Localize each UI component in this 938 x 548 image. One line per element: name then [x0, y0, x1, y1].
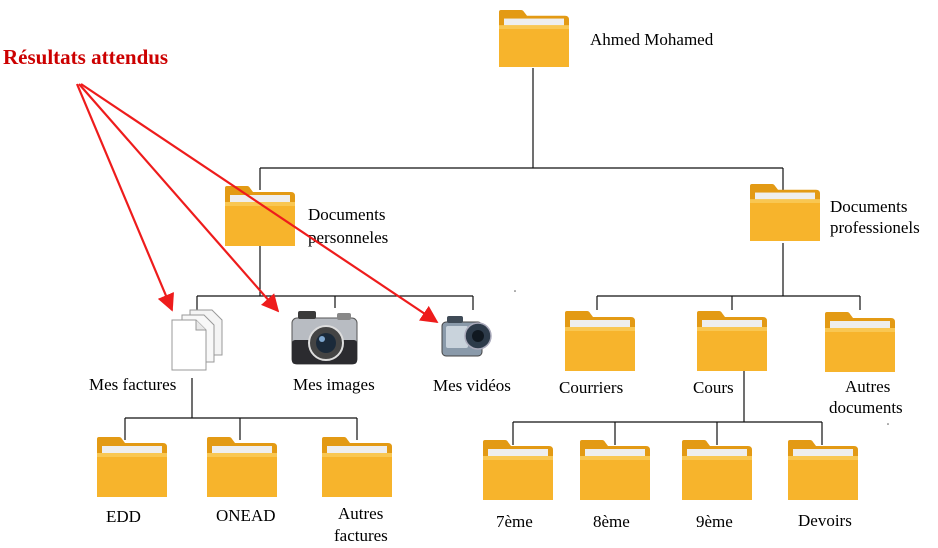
folder-node-onead[interactable]: ONEAD: [207, 437, 277, 525]
node-label-8eme: 8ème: [593, 512, 630, 531]
folder-icon: [322, 437, 392, 497]
folder-icon: [580, 440, 650, 500]
node-label-cours: Cours: [693, 378, 734, 397]
folder-icon: [697, 311, 767, 371]
connector-cours: [512, 370, 823, 445]
node-label-autres-factures: Autres factures: [334, 504, 388, 545]
annotation-resultats-attendus: Résultats attendus: [3, 45, 168, 69]
folder-node-documents-personnels[interactable]: Documents personneles: [225, 186, 390, 247]
stray-dots: [514, 290, 889, 425]
node-label-7eme: 7ème: [496, 512, 533, 531]
connector-professional: [596, 243, 861, 310]
folder-node-cours[interactable]: Cours: [693, 311, 767, 397]
node-label-9eme: 9ème: [696, 512, 733, 531]
folder-icon: [225, 186, 295, 246]
node-label-mes-images: Mes images: [293, 375, 375, 394]
folder-node-7eme[interactable]: 7ème: [483, 440, 553, 531]
folder-node-autres-factures[interactable]: Autres factures: [322, 437, 392, 545]
folder-icon: [682, 440, 752, 500]
folder-node-8eme[interactable]: 8ème: [580, 440, 650, 531]
node-label-onead: ONEAD: [216, 506, 276, 525]
node-label-autres-documents: Autres documents: [829, 377, 903, 417]
documents-stack-icon: [171, 309, 223, 371]
node-label-edd: EDD: [106, 507, 141, 526]
node-label-mes-videos: Mes vidéos: [433, 376, 511, 395]
arrow-to-mes-videos: [80, 83, 439, 323]
node-label-devoirs: Devoirs: [798, 511, 852, 530]
folder-node-edd[interactable]: EDD: [97, 437, 167, 526]
camera-icon: [291, 311, 358, 365]
node-label-root: Ahmed Mohamed: [590, 30, 714, 49]
folder-icon: [97, 437, 167, 497]
arrow-to-mes-images: [78, 83, 280, 313]
folder-node-courriers[interactable]: Courriers: [559, 311, 635, 397]
connector-personal: [196, 246, 474, 310]
folder-icon: [788, 440, 858, 500]
node-label-mes-factures: Mes factures: [89, 375, 176, 394]
tree-connectors: [124, 68, 861, 445]
folder-icon: [207, 437, 277, 497]
node-label-courriers: Courriers: [559, 378, 623, 397]
node-mes-factures[interactable]: Mes factures: [89, 309, 223, 394]
node-label-documents-personnels: Documents personneles: [308, 205, 390, 247]
node-label-documents-professionels: Documents professionels: [830, 197, 920, 237]
connector-root: [259, 68, 784, 190]
video-camera-icon: [441, 316, 492, 357]
node-mes-images[interactable]: Mes images: [291, 311, 375, 394]
folder-icon: [565, 311, 635, 371]
connector-factures: [124, 378, 358, 440]
folder-node-9eme[interactable]: 9ème: [682, 440, 752, 531]
folder-icon: [825, 312, 895, 372]
folder-node-root[interactable]: Ahmed Mohamed: [499, 10, 714, 67]
arrow-to-mes-factures: [75, 83, 174, 312]
folder-icon: [483, 440, 553, 500]
annotation-arrows: [75, 83, 439, 323]
folder-icon: [499, 10, 569, 67]
folder-node-autres-documents[interactable]: Autres documents: [825, 312, 903, 417]
folder-node-devoirs[interactable]: Devoirs: [788, 440, 858, 530]
folder-node-documents-professionels[interactable]: Documents professionels: [750, 184, 920, 241]
node-mes-videos[interactable]: Mes vidéos: [433, 316, 511, 395]
folder-icon: [750, 184, 820, 241]
